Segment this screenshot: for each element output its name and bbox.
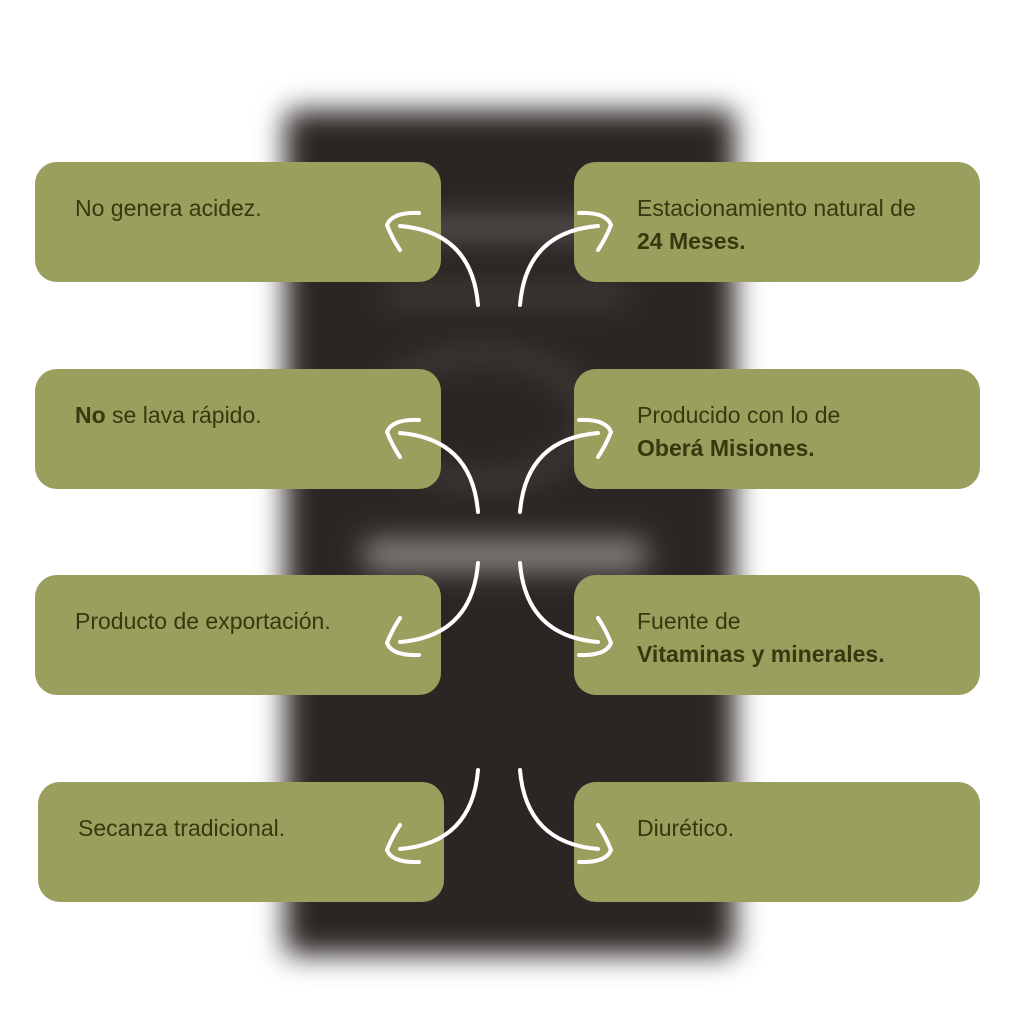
arrow-icon <box>518 768 614 865</box>
feature-text: Fuente de <box>637 608 741 634</box>
feature-text: Diurético. <box>637 815 735 841</box>
feature-text: se lava rápido. <box>105 402 262 428</box>
feature-text: Estacionamiento natural de <box>637 195 916 221</box>
arrow-icon <box>384 561 480 658</box>
feature-diuretico: Diurético. <box>574 782 980 902</box>
feature-exportacion: Producto de exportación. <box>35 575 441 695</box>
feature-text: Producto de exportación. <box>75 608 331 634</box>
arrow-icon <box>518 561 614 658</box>
feature-secanza: Secanza tradicional. <box>38 782 444 902</box>
feature-vitaminas: Fuente de Vitaminas y minerales. <box>574 575 980 695</box>
feature-bold: No <box>75 402 106 428</box>
feature-estacionamiento: Estacionamiento natural de 24 Meses. <box>574 162 980 282</box>
feature-obera: Producido con lo de Oberá Misiones. <box>574 369 980 489</box>
feature-no-acidez: No genera acidez. <box>35 162 441 282</box>
feature-text: Secanza tradicional. <box>78 815 286 841</box>
feature-bold: 24 Meses. <box>637 228 746 254</box>
arrow-icon <box>518 210 614 307</box>
arrow-icon <box>518 417 614 514</box>
feature-bold: Oberá Misiones. <box>637 435 815 461</box>
feature-bold: Vitaminas y minerales. <box>637 641 885 667</box>
arrow-icon <box>384 210 480 307</box>
arrow-icon <box>384 768 480 865</box>
feature-no-se-lava: No se lava rápido. <box>35 369 441 489</box>
feature-text: No genera acidez. <box>75 195 262 221</box>
arrow-icon <box>384 417 480 514</box>
feature-text: Producido con lo de <box>637 402 841 428</box>
